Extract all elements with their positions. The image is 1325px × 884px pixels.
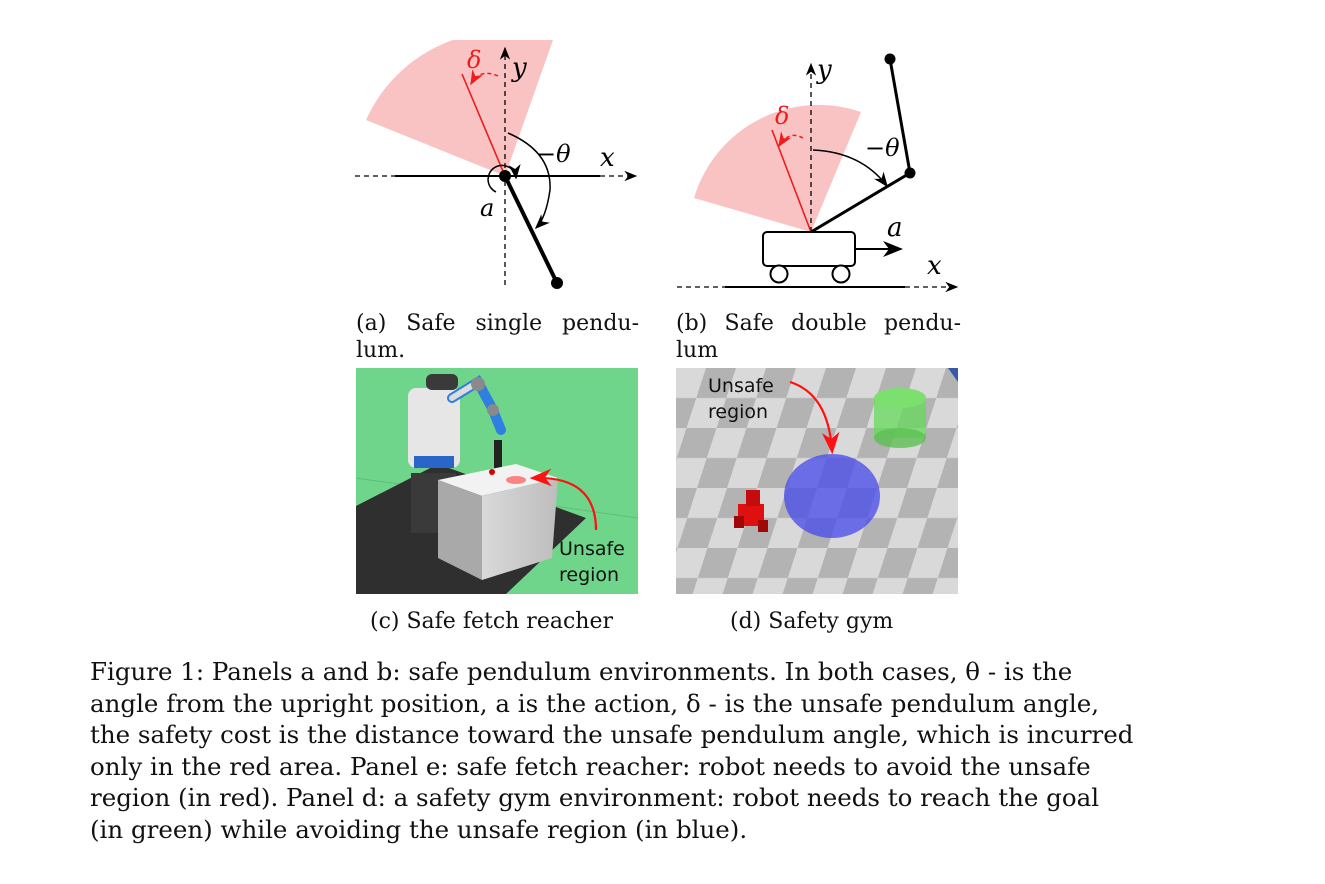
theta-label: −θ (865, 134, 900, 162)
unsafe-angle-line (461, 73, 506, 177)
unsafe-annotation-arrow (529, 468, 598, 531)
panel-c-fetch-reacher-render: Unsafe region (356, 368, 638, 594)
theta-arc-arrow (507, 132, 551, 230)
unsafe-annotation-line1: Unsafe (559, 538, 625, 560)
figure-caption-line: (in green) while avoiding the unsafe reg… (90, 814, 748, 844)
table-front (438, 480, 482, 580)
caption-panel-b: (b) Safe double pendu- lum (676, 311, 961, 363)
figure-caption: Figure 1: Panels a and b: safe pendulum … (90, 656, 1225, 845)
caption-panel-a: (a) Safe single pendu- lum. (356, 311, 639, 363)
unsafe-region-disc (784, 454, 880, 538)
panel-d-safety-gym-render: Unsafe region (676, 368, 958, 594)
pendulum-tip (884, 53, 896, 65)
x-axis-label: x (927, 251, 942, 281)
delta-arc-arrow (470, 69, 499, 86)
unsafe-region-sector (366, 40, 553, 176)
pendulum-link-1 (810, 171, 911, 234)
unsafe-annotation-line1: Unsafe (708, 375, 774, 397)
action-label: a (887, 213, 903, 243)
theta-arc-arrow (812, 149, 888, 188)
unsafe-annotation-line2: region (559, 564, 619, 586)
action-label: a (480, 194, 494, 222)
pendulum-pivot (499, 170, 511, 182)
caption-panel-c: (c) Safe fetch reacher (370, 609, 613, 634)
theta-label: −θ (536, 140, 571, 168)
pendulum-bob (551, 277, 563, 289)
unsafe-annotation-arrow (789, 380, 840, 455)
target-sphere (489, 469, 495, 475)
figure-caption-line: only in the red area. Panel e: safe fetc… (90, 751, 1091, 781)
delta-arc-arrow (778, 131, 804, 148)
unsafe-region-marker (506, 476, 526, 484)
cart-wheel-left (769, 264, 789, 284)
cart-wheel-right (831, 264, 851, 284)
unsafe-region-sector (694, 104, 861, 232)
figure-caption-line: angle from the upright position, a is th… (90, 688, 1100, 718)
table-top (438, 464, 558, 496)
x-axis-label: x (600, 143, 615, 173)
y-axis-label: y (511, 53, 527, 83)
panel-a-single-pendulum-diagram: δ y −θ x a (355, 40, 638, 289)
panel-b-double-pendulum-diagram: y δ −θ a x (677, 53, 959, 293)
robot-car (738, 504, 764, 526)
table-side (482, 478, 558, 580)
y-axis-label: y (816, 55, 832, 85)
figure-caption-line: the safety cost is the distance toward t… (90, 720, 1134, 749)
delta-label: δ (775, 102, 789, 130)
unsafe-annotation-line2: region (708, 401, 768, 423)
action-arc-arrow (487, 163, 521, 193)
figure-caption-line: region (in red). Panel d: a safety gym e… (90, 783, 1100, 812)
figure-caption-line: Figure 1: Panels a and b: safe pendulum … (90, 657, 1073, 686)
cart-body (762, 231, 856, 267)
caption-panel-d: (d) Safety gym (730, 609, 894, 634)
delta-label: δ (467, 46, 481, 74)
pendulum-link-2 (888, 58, 912, 174)
pendulum-rod (503, 175, 559, 284)
pendulum-joint (904, 167, 916, 179)
